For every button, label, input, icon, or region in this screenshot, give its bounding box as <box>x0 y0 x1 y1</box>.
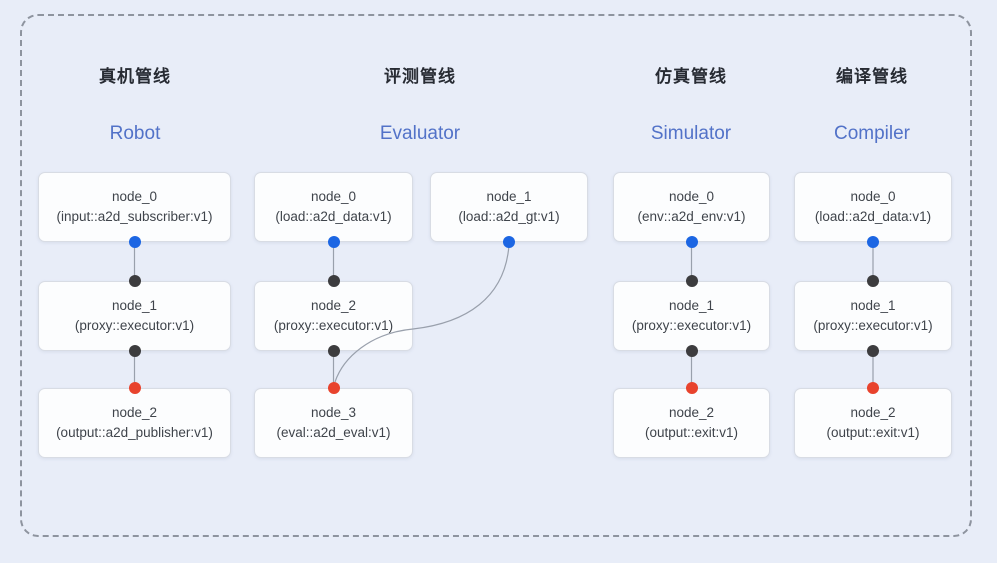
node-type: (proxy::executor:v1) <box>631 318 752 333</box>
port-input-dot <box>867 275 879 287</box>
simulator-title-en: Simulator <box>650 123 732 144</box>
node-title: node_2 <box>310 297 357 313</box>
robot-node-2: node_2 (output::a2d_publisher:v1) <box>38 388 231 458</box>
node-title: node_1 <box>486 188 532 204</box>
port-output-dot <box>867 345 879 357</box>
node-type: (input::a2d_subscriber:v1) <box>56 209 213 224</box>
port-terminal-dot <box>867 382 879 394</box>
port-output-dot <box>327 345 340 357</box>
evaluator-title-zh: 评测管线 <box>384 67 456 86</box>
node-type: (eval::a2d_eval:v1) <box>276 425 391 440</box>
evaluator-title-en: Evaluator <box>379 123 461 144</box>
robot-node-0: node_0 (input::a2d_subscriber:v1) <box>38 172 231 242</box>
port-output-dot <box>685 236 698 248</box>
simulator-node-0: node_0 (env::a2d_env:v1) <box>613 172 770 242</box>
robot-title-zh: 真机管线 <box>99 67 171 86</box>
port-output-dot <box>327 236 340 248</box>
dashed-frame <box>20 14 972 537</box>
node-title: node_0 <box>111 188 158 204</box>
simulator-node-1: node_1 (proxy::executor:v1) <box>613 281 770 351</box>
node-title: node_2 <box>668 404 715 420</box>
node-type: (load::a2d_data:v1) <box>275 209 392 224</box>
evaluator-node-3: node_3 (eval::a2d_eval:v1) <box>254 388 413 458</box>
node-title: node_0 <box>668 188 715 204</box>
evaluator-node-0: node_0 (load::a2d_data:v1) <box>254 172 413 242</box>
port-output-dot <box>128 236 141 248</box>
port-terminal-dot <box>685 382 698 394</box>
evaluator-node-2: node_2 (proxy::executor:v1) <box>254 281 413 351</box>
node-type: (load::a2d_gt:v1) <box>458 209 560 224</box>
simulator-title-zh: 仿真管线 <box>655 67 727 86</box>
port-input-dot <box>327 275 340 287</box>
compiler-node-1: node_1 (proxy::executor:v1) <box>794 281 952 351</box>
node-type: (env::a2d_env:v1) <box>637 209 746 224</box>
port-terminal-dot <box>128 382 141 394</box>
node-title: node_0 <box>310 188 357 204</box>
port-output-dot <box>685 345 698 357</box>
robot-title-en: Robot <box>109 123 161 144</box>
port-terminal-dot <box>327 382 340 394</box>
node-type: (load::a2d_data:v1) <box>814 209 932 224</box>
node-title: node_1 <box>668 297 715 313</box>
compiler-node-2: node_2 (output::exit:v1) <box>794 388 952 458</box>
node-title: node_0 <box>850 188 896 204</box>
node-type: (output::exit:v1) <box>826 425 920 440</box>
compiler-title-zh: 编译管线 <box>836 67 908 86</box>
robot-node-1: node_1 (proxy::executor:v1) <box>38 281 231 351</box>
node-type: (output::exit:v1) <box>644 425 739 440</box>
node-title: node_2 <box>111 404 158 420</box>
port-output-dot <box>867 236 879 248</box>
node-type: (proxy::executor:v1) <box>273 318 394 333</box>
port-output-dot <box>128 345 141 357</box>
node-title: node_2 <box>850 404 896 420</box>
compiler-node-0: node_0 (load::a2d_data:v1) <box>794 172 952 242</box>
evaluator-node-1: node_1 (load::a2d_gt:v1) <box>430 172 588 242</box>
node-title: node_3 <box>310 404 357 420</box>
node-type: (proxy::executor:v1) <box>813 318 933 333</box>
node-type: (proxy::executor:v1) <box>74 318 195 333</box>
compiler-title-en: Compiler <box>833 123 911 144</box>
simulator-node-2: node_2 (output::exit:v1) <box>613 388 770 458</box>
node-type: (output::a2d_publisher:v1) <box>56 425 213 440</box>
port-input-dot <box>685 275 698 287</box>
node-title: node_1 <box>111 297 158 313</box>
node-title: node_1 <box>850 297 896 313</box>
port-output-dot <box>503 236 515 248</box>
port-input-dot <box>128 275 141 287</box>
